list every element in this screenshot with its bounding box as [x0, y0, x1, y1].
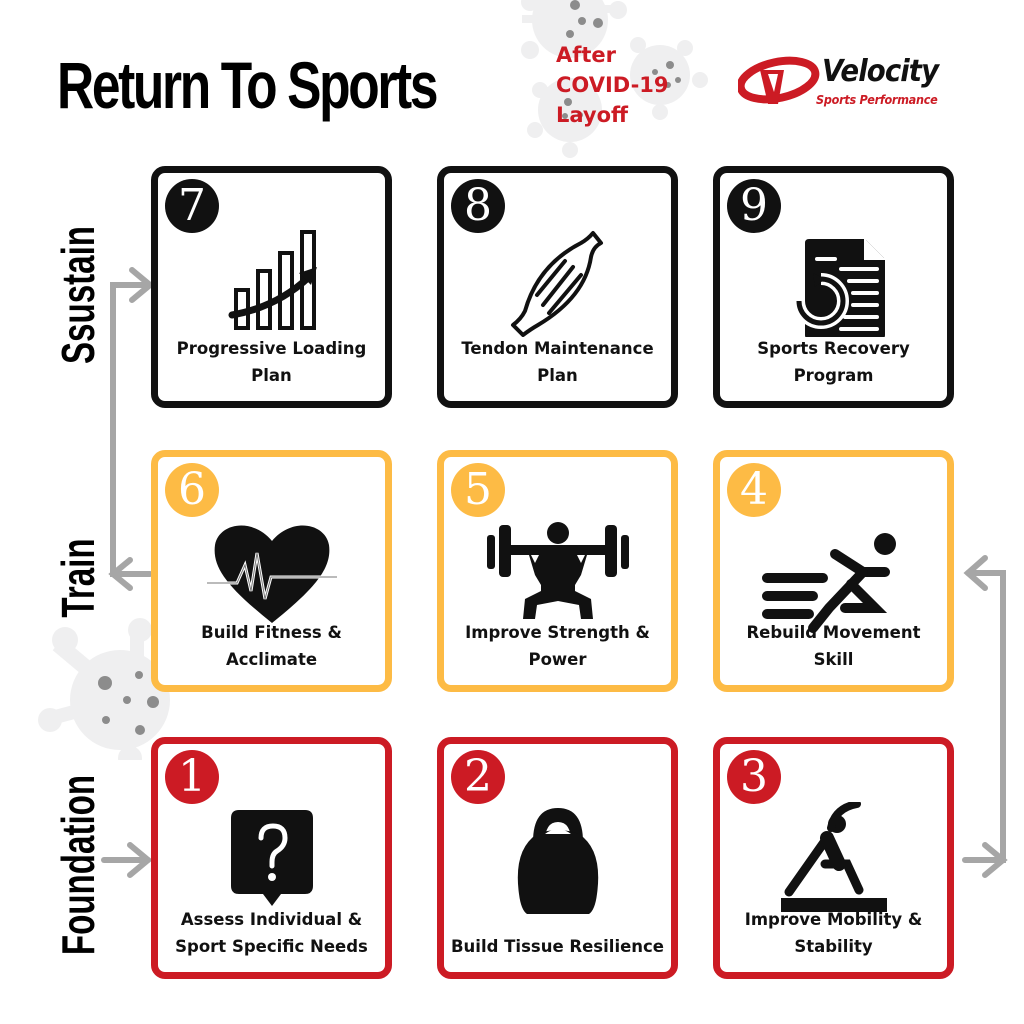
card-label: Build Fitness & Acclimate — [201, 623, 342, 669]
card-label: Rebuild Movement Skill — [746, 623, 921, 669]
subtitle-line: COVID-19 — [556, 73, 669, 97]
card-label: Progressive Loading Plan — [176, 339, 367, 385]
step-badge: 1 — [165, 750, 219, 804]
document-refresh-icon — [792, 239, 885, 337]
card-step-3: 3 Improve Mobility & Stability — [713, 737, 954, 979]
squat-barbell-icon — [486, 522, 629, 619]
logo-wordmark: Velocity — [822, 54, 939, 89]
bar-chart-growth-icon — [228, 230, 317, 330]
card-label: Sports Recovery Program — [757, 339, 910, 385]
logo-tagline: Sports Performance — [816, 92, 938, 107]
card-label: Improve Mobility & Stability — [744, 910, 923, 956]
subtitle: After COVID-19 Layoff — [556, 40, 669, 130]
subtitle-line: Layoff — [556, 103, 629, 127]
card-step-9: 9 Sports Recovery Program — [713, 166, 954, 408]
card-step-4: 4 Rebuild Movement Skill — [713, 450, 954, 692]
step-badge: 8 — [451, 179, 505, 233]
step-badge: 5 — [451, 463, 505, 517]
sprinter-icon — [761, 533, 896, 633]
kettlebell-icon — [517, 808, 598, 914]
virus-decoration-icon — [521, 0, 708, 158]
card-step-1: 1 Assess Individual & Sport Specific Nee… — [151, 737, 392, 979]
card-step-5: 5 Improve Strength & Power — [437, 450, 678, 692]
velocity-v-swoosh-icon — [738, 56, 820, 104]
step-badge: 4 — [727, 463, 781, 517]
card-step-8: 8 Tendon Maintenance Plan — [437, 166, 678, 408]
card-label: Improve Strength & Power — [465, 623, 650, 669]
side-stretch-icon — [780, 802, 887, 912]
step-badge: 9 — [727, 179, 781, 233]
step-badge: 2 — [451, 750, 505, 804]
step-badge: 7 — [165, 179, 219, 233]
muscle-icon — [510, 231, 603, 337]
heart-pulse-icon — [206, 525, 337, 623]
card-step-2: 2 Build Tissue Resilience — [437, 737, 678, 979]
step-badge: 6 — [165, 463, 219, 517]
step-badge: 3 — [727, 750, 781, 804]
card-label: Build Tissue Resilience — [450, 937, 665, 956]
card-label: Assess Individual & Sport Specific Needs — [175, 910, 368, 956]
card-label: Tendon Maintenance Plan — [461, 339, 654, 385]
virus-decoration-icon — [38, 618, 170, 760]
card-step-6: 6 Build Fitness & Acclimate — [151, 450, 392, 692]
page-title: Return To Sports — [57, 48, 438, 122]
subtitle-line: After — [556, 43, 617, 67]
card-step-7: 7 Progressive Loading Plan — [151, 166, 392, 408]
question-bubble-icon — [230, 810, 313, 906]
